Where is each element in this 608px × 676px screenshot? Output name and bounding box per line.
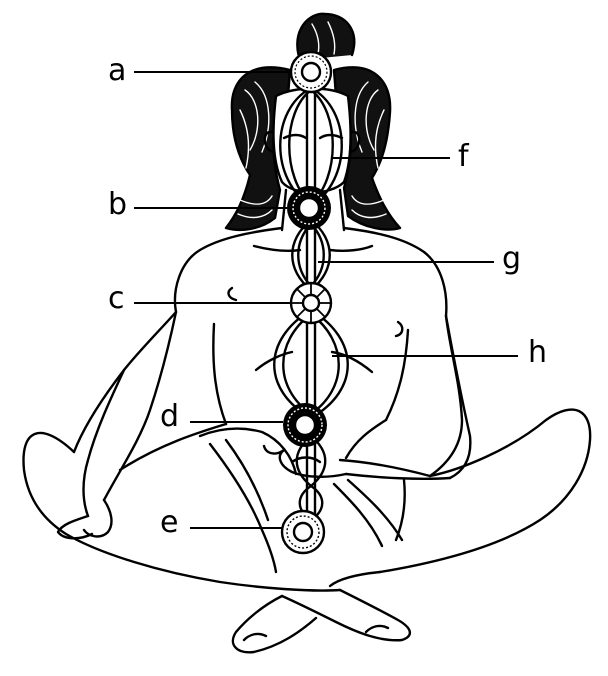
chakra-c-wheel	[289, 281, 333, 325]
label-e: e	[160, 505, 179, 540]
chakra-b-wheel	[287, 186, 331, 230]
chakra-e-wheel	[280, 509, 326, 555]
chakra-d-wheel	[283, 403, 327, 447]
chakra-a-wheel	[289, 50, 333, 94]
label-a: a	[108, 53, 127, 88]
label-g: g	[502, 241, 522, 276]
legs	[22, 408, 592, 654]
torso	[72, 188, 464, 478]
label-h: h	[528, 335, 548, 370]
arms	[56, 310, 472, 540]
label-b: b	[108, 187, 128, 222]
loincloth	[198, 418, 406, 574]
label-c: c	[108, 281, 125, 316]
label-d: d	[160, 399, 180, 434]
face	[263, 87, 361, 194]
label-f: f	[458, 139, 469, 174]
